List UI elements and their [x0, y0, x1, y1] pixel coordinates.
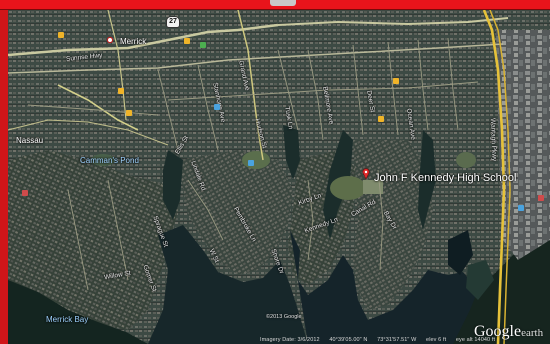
google-earth-logo: Googleearth: [474, 323, 543, 341]
water-label-merrick-bay: Merrick Bay: [46, 315, 89, 324]
poi-yellow-icon[interactable]: [393, 78, 399, 84]
map-viewport[interactable]: Merrick Nassau Camman's Pond John F Kenn…: [8, 10, 550, 344]
status-bar: Imagery Date: 3/6/2012 40°39'05.00" N 73…: [260, 337, 503, 344]
logo-sub: earth: [521, 327, 544, 339]
eye-altitude-readout: eye alt 14040 ft: [455, 337, 496, 343]
poi-red-icon[interactable]: [538, 195, 544, 201]
latitude-readout: 40°39'05.00" N: [329, 337, 368, 343]
poi-yellow-icon[interactable]: [378, 116, 384, 122]
road-label-wantagh-pkwy: Wantagh Pkwy: [489, 118, 498, 162]
poi-blue-icon[interactable]: [214, 104, 220, 110]
place-label-merrick: Merrick: [120, 37, 147, 46]
place-label-nassau: Nassau: [16, 136, 44, 145]
window-frame: [0, 10, 550, 344]
logo-main: Google: [474, 323, 522, 340]
toolbar-handle[interactable]: [270, 0, 296, 6]
poi-blue-icon[interactable]: [518, 205, 524, 211]
poi-yellow-icon[interactable]: [118, 88, 124, 94]
top-toolbar-strip: [0, 0, 550, 10]
poi-yellow-icon[interactable]: [58, 32, 64, 38]
park-icon[interactable]: [200, 42, 206, 48]
poi-blue-icon[interactable]: [248, 160, 254, 166]
elevation-readout: elev 6 ft: [426, 337, 447, 343]
poi-yellow-icon[interactable]: [184, 38, 190, 44]
satellite-imagery: [8, 10, 550, 344]
merrick-pin-icon[interactable]: [106, 36, 114, 48]
poi-red-icon[interactable]: [22, 190, 28, 196]
poi-yellow-icon[interactable]: [126, 110, 132, 116]
route-shield-27: 27: [166, 16, 180, 28]
imagery-date: Imagery Date: 3/6/2012: [260, 337, 320, 343]
place-label-school: John F Kennedy High School: [374, 172, 517, 184]
school-placemark-icon[interactable]: [362, 168, 370, 180]
water-label-camman-pond: Camman's Pond: [80, 156, 139, 165]
map-copyright: ©2013 Google: [266, 314, 302, 320]
longitude-readout: 73°31'57.51" W: [377, 337, 417, 343]
